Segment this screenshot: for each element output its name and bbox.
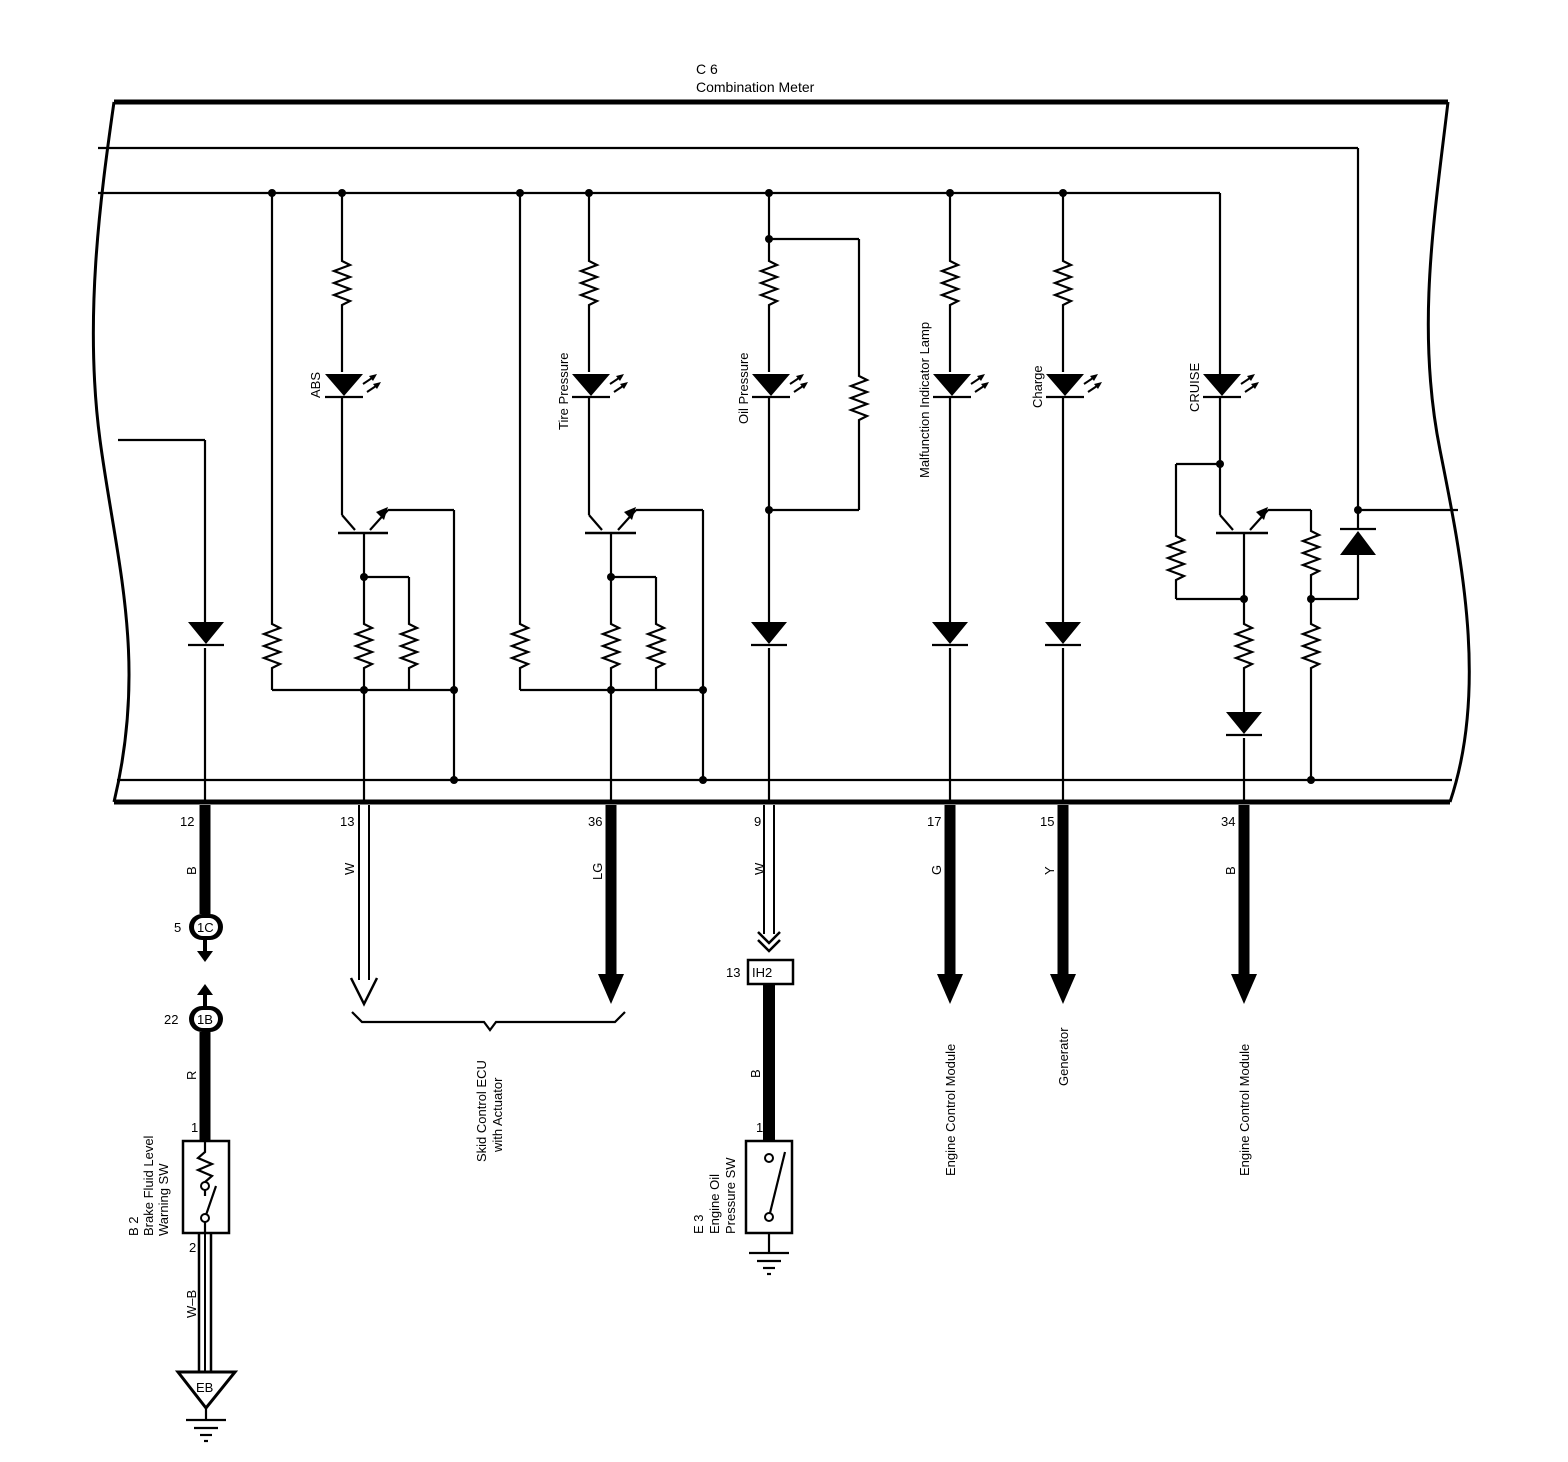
skid-ecu-line1: Skid Control ECU — [474, 1060, 489, 1162]
ecm-label-2: Engine Control Module — [1237, 1044, 1252, 1176]
wire-color-12: B — [184, 866, 199, 875]
abs-circuit — [262, 189, 458, 802]
wire-color-34: B — [1223, 866, 1238, 875]
brake-sw-line2: Warning SW — [156, 1163, 171, 1236]
generator-wire-15 — [1050, 805, 1076, 1004]
pin-36: 36 — [588, 814, 602, 829]
oil-switch-circuit — [744, 805, 795, 1276]
oil-switch-label: E 3 Engine Oil Pressure SW — [691, 1157, 738, 1234]
pin-9: 9 — [754, 814, 761, 829]
meter-code: C 6 — [696, 61, 718, 77]
internal-buses — [98, 146, 1458, 782]
cruise-circuit — [1166, 372, 1376, 802]
skid-ecu-wiring — [349, 805, 626, 1032]
wire-color-9: W — [752, 862, 767, 875]
oil-sw-pin1: 1 — [756, 1120, 763, 1135]
pin-12: 12 — [180, 814, 194, 829]
oil-pressure-label: Oil Pressure — [736, 352, 751, 424]
connector-1c: 1C — [197, 920, 214, 935]
charge-circuit — [1043, 189, 1104, 802]
brake-sw-line1: Brake Fluid Level — [141, 1135, 156, 1236]
pin-13: 13 — [340, 814, 354, 829]
pin-34: 34 — [1221, 814, 1235, 829]
skid-ecu-line2: with Actuator — [490, 1077, 505, 1153]
generator-label: Generator — [1056, 1027, 1071, 1086]
connector-ih2: IH2 — [752, 965, 772, 980]
brake-switch-circuit — [174, 805, 239, 1443]
ecm-label-1: Engine Control Module — [943, 1044, 958, 1176]
wire-color-13: W — [342, 862, 357, 875]
oil-pressure-circuit — [749, 189, 869, 802]
tire-pressure-circuit — [510, 189, 707, 802]
wire-color-15: Y — [1042, 866, 1057, 875]
connector-1c-pin: 5 — [174, 920, 181, 935]
meter-outline — [91, 99, 1471, 805]
brake-sw-pin1: 1 — [191, 1120, 198, 1135]
skid-ecu-label: Skid Control ECU with Actuator — [474, 1060, 505, 1162]
meter-name: Combination Meter — [696, 79, 815, 95]
wire-color-ground: W–B — [184, 1290, 199, 1318]
oil-sw-line2: Pressure SW — [723, 1157, 738, 1234]
cruise-label: CRUISE — [1187, 363, 1202, 412]
wire-color-brake: R — [184, 1071, 199, 1080]
ecm-wire-17 — [937, 805, 963, 1004]
charge-label: Charge — [1030, 365, 1045, 408]
tire-pressure-label: Tire Pressure — [556, 352, 571, 430]
brake-sw-pin2: 2 — [189, 1240, 196, 1255]
wire-color-17: G — [929, 865, 944, 875]
connector-1b-pin: 22 — [164, 1012, 178, 1027]
connector-ih2-pin: 13 — [726, 965, 740, 980]
oil-sw-line1: Engine Oil — [707, 1174, 722, 1234]
ground-eb-label: EB — [196, 1380, 213, 1395]
wire-color-36: LG — [590, 863, 605, 880]
connector-1b: 1B — [197, 1012, 213, 1027]
brake-sw-code: B 2 — [126, 1216, 141, 1236]
pin-17: 17 — [927, 814, 941, 829]
brake-switch-label: B 2 Brake Fluid Level Warning SW — [126, 1135, 171, 1236]
brake-warning-diode — [186, 620, 226, 802]
ecm-wire-34 — [1231, 805, 1257, 1004]
mil-circuit — [930, 189, 991, 802]
pin-15: 15 — [1040, 814, 1054, 829]
oil-sw-code: E 3 — [691, 1214, 706, 1234]
wire-color-oil-b: B — [748, 1069, 763, 1078]
mil-label: Malfunction Indicator Lamp — [917, 322, 932, 478]
abs-label: ABS — [308, 372, 323, 398]
